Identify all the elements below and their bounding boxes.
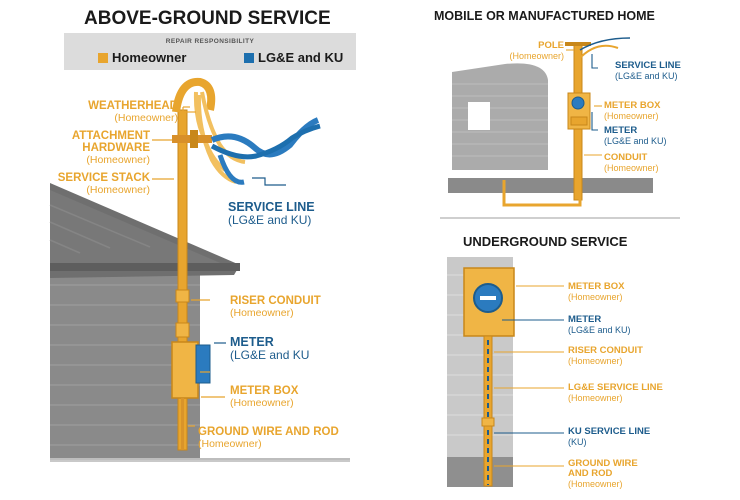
label-ground-wire: GROUND WIRE AND ROD (Homeowner) — [198, 426, 339, 450]
label-meter: METER (LG&E and KU — [230, 335, 310, 362]
label-mobile-meter: METER (LG&E and KU) — [604, 125, 667, 147]
above-ground-service-line — [210, 117, 321, 185]
label-service-stack: SERVICE STACK (Homeowner) — [57, 172, 150, 196]
mobile-home-art — [448, 37, 653, 207]
label-ug-lge-service-line: LG&E SERVICE LINE (Homeowner) — [568, 382, 663, 404]
label-ug-ground-wire: GROUND WIRE AND ROD (Homeowner) — [568, 458, 638, 490]
underground-art — [447, 257, 564, 487]
above-ground-conduit — [171, 77, 246, 451]
label-ug-meter-box: METER BOX (Homeowner) — [568, 281, 625, 303]
label-mobile-conduit: CONDUIT (Homeowner) — [604, 152, 659, 174]
label-meter-box: METER BOX (Homeowner) — [230, 385, 299, 409]
responsibility-legend: REPAIR RESPONSIBILITY Homeowner LG&E and… — [64, 33, 356, 70]
utility-swatch — [244, 53, 254, 63]
label-ug-riser-conduit: RISER CONDUIT (Homeowner) — [568, 345, 643, 367]
label-riser-conduit: RISER CONDUIT (Homeowner) — [230, 295, 321, 319]
label-weatherhead: WEATHERHEAD (Homeowner) — [88, 100, 178, 124]
label-ug-ku-service-line: KU SERVICE LINE (KU) — [568, 426, 651, 448]
label-attachment-hardware: ATTACHMENT HARDWARE (Homeowner) — [71, 130, 150, 166]
label-service-line: SERVICE LINE (LG&E and KU) — [228, 200, 315, 227]
underground-title: UNDERGROUND SERVICE — [463, 234, 628, 249]
label-mobile-service-line: SERVICE LINE (LG&E and KU) — [615, 60, 681, 82]
mobile-home-title: MOBILE OR MANUFACTURED HOME — [434, 9, 655, 23]
legend-utility: LG&E and KU — [258, 50, 344, 65]
legend-homeowner: Homeowner — [112, 50, 187, 65]
above-ground-title: ABOVE-GROUND SERVICE — [84, 8, 331, 29]
label-mobile-meter-box: METER BOX (Homeowner) — [604, 100, 661, 122]
label-ug-meter: METER (LG&E and KU) — [568, 314, 631, 336]
homeowner-swatch — [98, 53, 108, 63]
legend-caption: REPAIR RESPONSIBILITY — [165, 38, 255, 45]
label-mobile-pole: POLE (Homeowner) — [509, 40, 564, 62]
